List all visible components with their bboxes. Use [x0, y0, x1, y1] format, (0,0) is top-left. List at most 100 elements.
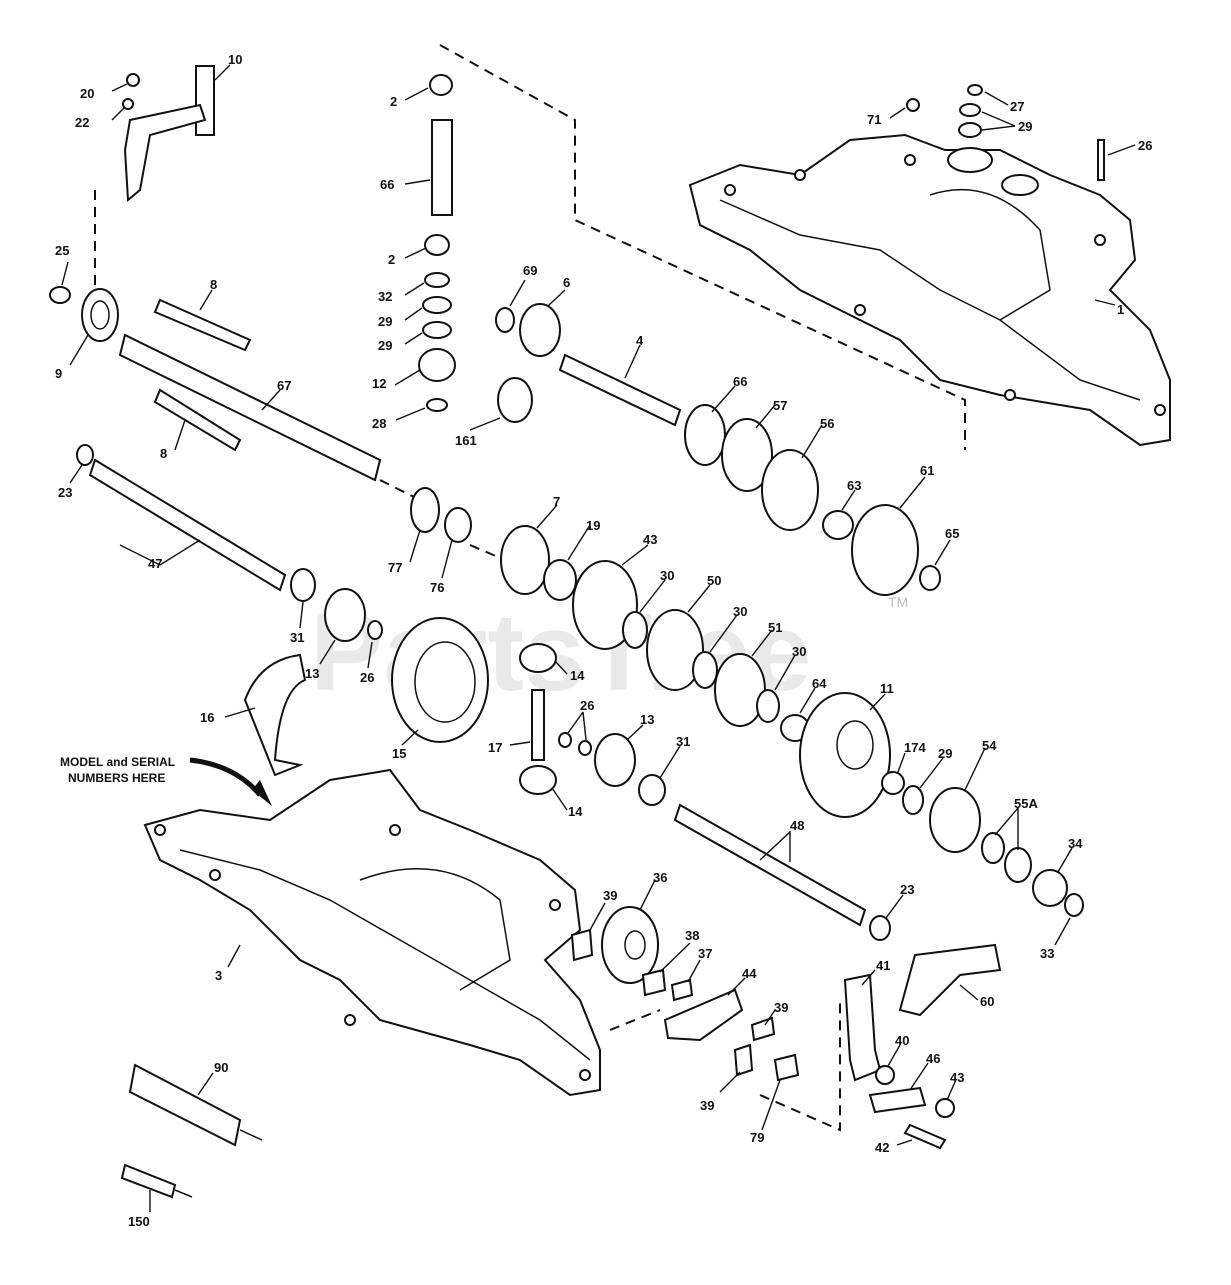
key-8-upper: [153, 298, 252, 352]
bearing-9: [81, 288, 119, 342]
callout-150: 150: [128, 1214, 150, 1229]
note-arrow: [189, 757, 262, 797]
callout-8-top: 8: [210, 277, 217, 292]
plate-37: [670, 978, 694, 1002]
key-8-lower: [153, 388, 242, 452]
pinion-14-bottom: [519, 765, 557, 795]
ring-23-left: [76, 444, 94, 466]
callout-14-bottom: 14: [568, 804, 583, 819]
callout-79: 79: [750, 1130, 764, 1145]
callout-43: 43: [950, 1070, 964, 1085]
gear-51: [714, 653, 766, 727]
washer-31-right: [638, 774, 666, 806]
callout-50: 50: [707, 573, 721, 588]
callout-63: 63: [847, 478, 861, 493]
washer-69: [495, 307, 515, 333]
callout-42: 42: [875, 1140, 889, 1155]
callout-54: 54: [982, 738, 997, 753]
axle-48: [673, 803, 867, 927]
callout-161: 161: [455, 433, 477, 448]
watermark-trademark: TM: [888, 594, 908, 610]
ring-30c: [756, 689, 780, 723]
gear-11: [799, 692, 891, 818]
callout-19: 19: [586, 518, 600, 533]
assembly-line-bracket: [759, 1000, 841, 1132]
callout-51: 51: [768, 620, 782, 635]
assembly-line-gear: [469, 544, 506, 561]
bolt-42: [903, 1123, 947, 1150]
washer-26a: [558, 732, 572, 748]
callout-66-gear: 66: [733, 374, 747, 389]
callout-48: 48: [790, 818, 804, 833]
spacer-63: [822, 510, 854, 540]
pin-17: [531, 689, 545, 761]
callout-23-right: 23: [900, 882, 914, 897]
callout-77: 77: [388, 560, 402, 575]
callout-29b: 29: [378, 338, 392, 353]
ring-25: [49, 286, 71, 304]
assembly-line-upper: [439, 44, 966, 450]
pad-39-right: [750, 1016, 776, 1042]
callout-34: 34: [1068, 836, 1083, 851]
callout-69: 69: [523, 263, 537, 278]
bracket-41: [843, 973, 882, 1082]
bevel-gear-13-left: [324, 588, 366, 642]
ring-gear-15: [391, 617, 489, 743]
shaft-4: [558, 353, 682, 427]
callout-55a: 55A: [1014, 796, 1038, 811]
assembly-line-brake: [609, 1009, 661, 1031]
callout-30b: 30: [733, 604, 747, 619]
ring-33: [1064, 893, 1084, 917]
nut-27: [967, 84, 983, 96]
callout-44: 44: [742, 966, 757, 981]
callout-60: 60: [980, 994, 994, 1009]
callout-66-shaft: 66: [380, 177, 394, 192]
shaft-47: [88, 458, 287, 592]
washer-76: [444, 507, 472, 543]
ring-23-right: [869, 915, 891, 941]
washer-26-left: [367, 620, 383, 640]
bevel-gear-13-right: [594, 733, 636, 787]
note-line-2: NUMBERS HERE: [68, 771, 165, 785]
callout-47: 47: [148, 556, 162, 571]
callout-56: 56: [820, 416, 834, 431]
note-arrow-head: [252, 780, 272, 806]
callout-57: 57: [773, 398, 787, 413]
pad-39-top: [570, 928, 594, 962]
shaft-67: [118, 333, 382, 482]
callout-61: 61: [920, 463, 934, 478]
callout-20: 20: [80, 86, 94, 101]
callout-29-top: 29: [1018, 119, 1032, 134]
callouts: 20 10 22 2 71 27 29 26 66 25 8 2 32 29 2…: [55, 52, 1152, 1229]
callout-26-mid: 26: [580, 698, 594, 713]
gear-6: [519, 303, 561, 357]
bolt-26: [1097, 139, 1105, 181]
callout-31-right: 31: [676, 734, 690, 749]
bearing-19: [543, 559, 577, 601]
washer-26b: [578, 740, 592, 756]
callout-64: 64: [812, 676, 827, 691]
callout-14-top: 14: [570, 668, 585, 683]
caliper-44: [663, 988, 744, 1042]
tube-150: [120, 1163, 177, 1199]
upper-housing: [688, 133, 1171, 447]
callout-26-top: 26: [1138, 138, 1152, 153]
callout-28: 28: [372, 416, 386, 431]
callout-67: 67: [277, 378, 291, 393]
callout-36: 36: [653, 870, 667, 885]
gear-50: [646, 609, 704, 691]
bearing-174: [881, 771, 905, 795]
callout-30c: 30: [792, 644, 806, 659]
callout-25: 25: [55, 243, 69, 258]
callout-11: 11: [880, 681, 894, 696]
band-16: [243, 653, 307, 777]
disc-36: [601, 906, 659, 984]
callout-90: 90: [214, 1060, 228, 1075]
ring-30b: [692, 651, 718, 689]
callout-1: 1: [1117, 302, 1124, 317]
washer-55a-2: [1004, 847, 1032, 883]
vertical-shaft-stack: [418, 74, 456, 412]
callout-32: 32: [378, 289, 392, 304]
callout-39-bottom: 39: [700, 1098, 714, 1113]
callout-15: 15: [392, 746, 406, 761]
